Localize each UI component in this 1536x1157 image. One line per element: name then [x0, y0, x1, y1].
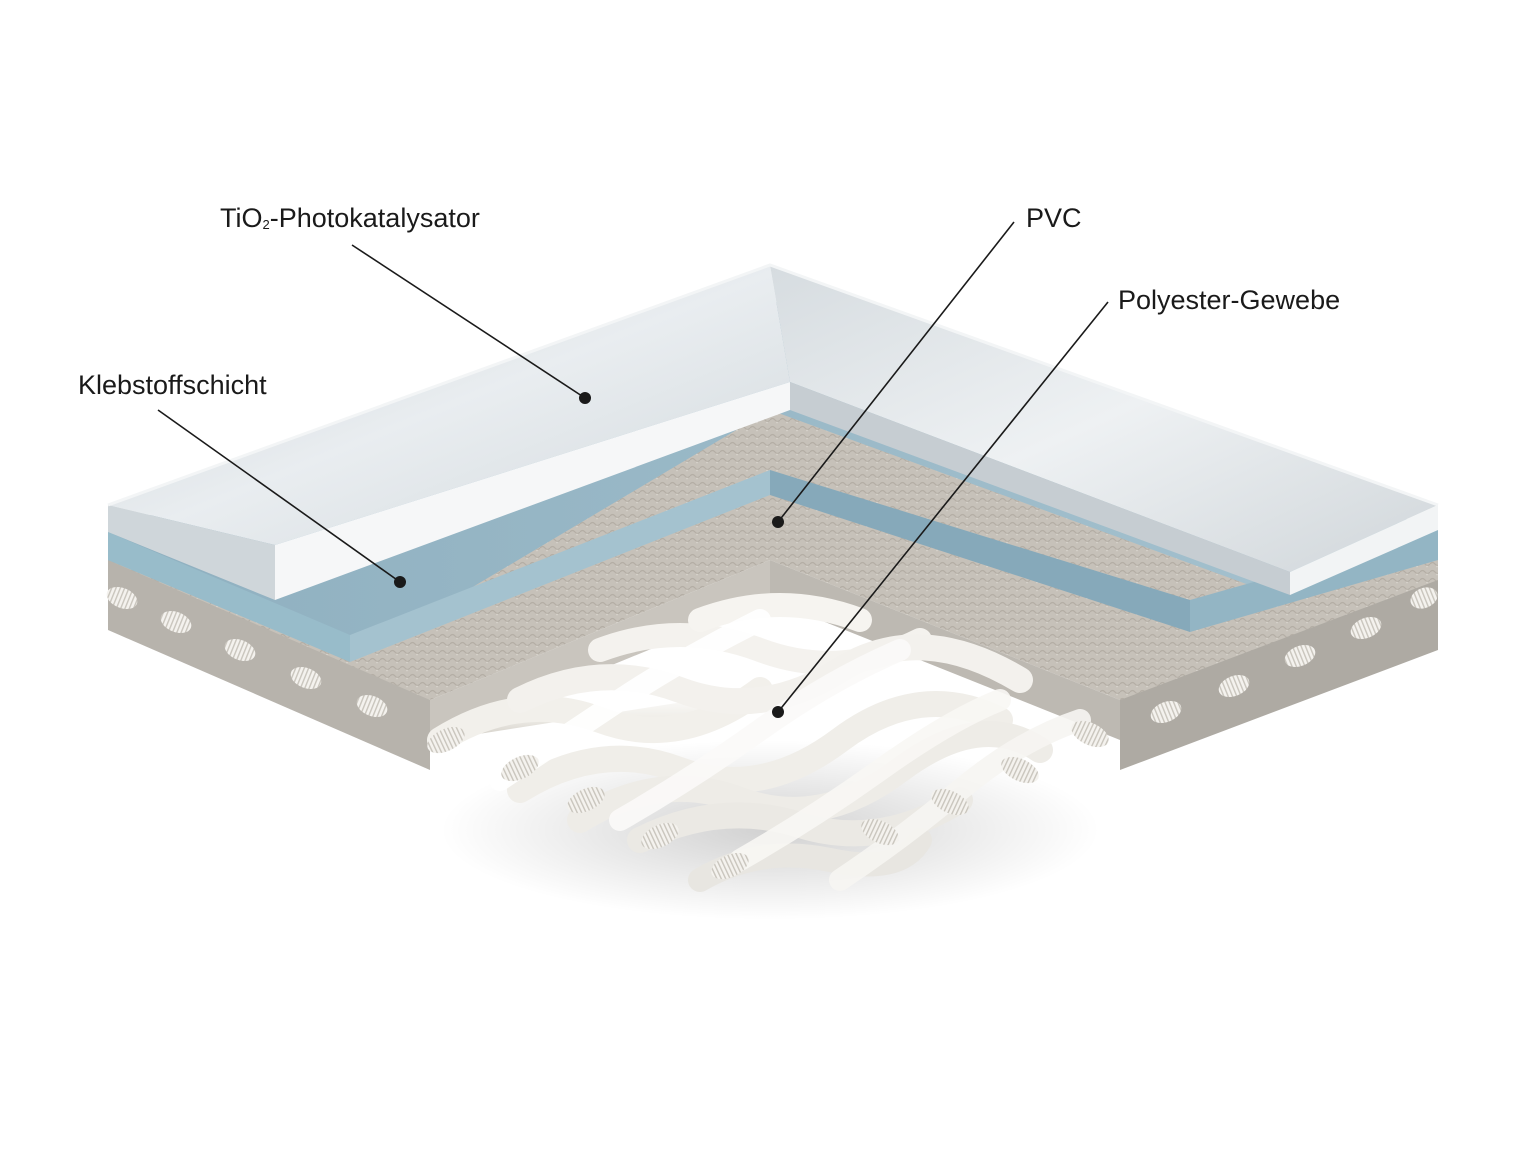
- base-fiber-holes: [106, 586, 1438, 724]
- fabric-strand-ends: [427, 720, 1109, 880]
- leader-lines: [157, 221, 1109, 713]
- leader-dots: [394, 392, 784, 718]
- label-pvc: PVC: [1026, 203, 1082, 233]
- dot-klebstoff: [394, 576, 406, 588]
- label-tio2-photocatalyst: TiO2-Photokatalysator: [220, 205, 480, 232]
- leader-tio2: [351, 244, 586, 399]
- label-tio2-prefix: TiO: [220, 203, 263, 233]
- leader-klebstoff: [157, 409, 401, 583]
- leader-polyester: [777, 301, 1109, 713]
- label-tio2-suffix: -Photokatalysator: [269, 203, 480, 233]
- dot-pvc: [772, 516, 784, 528]
- label-klebstoffschicht: Klebstoffschicht: [78, 370, 267, 400]
- tio2-layer: [107, 263, 1439, 600]
- dot-tio2: [579, 392, 591, 404]
- leader-pvc: [777, 221, 1015, 523]
- dot-polyester: [772, 706, 784, 718]
- label-polyester-gewebe: Polyester-Gewebe: [1118, 285, 1341, 315]
- polyester-fabric: [427, 593, 1109, 892]
- label-tio2-subscript: 2: [262, 217, 270, 232]
